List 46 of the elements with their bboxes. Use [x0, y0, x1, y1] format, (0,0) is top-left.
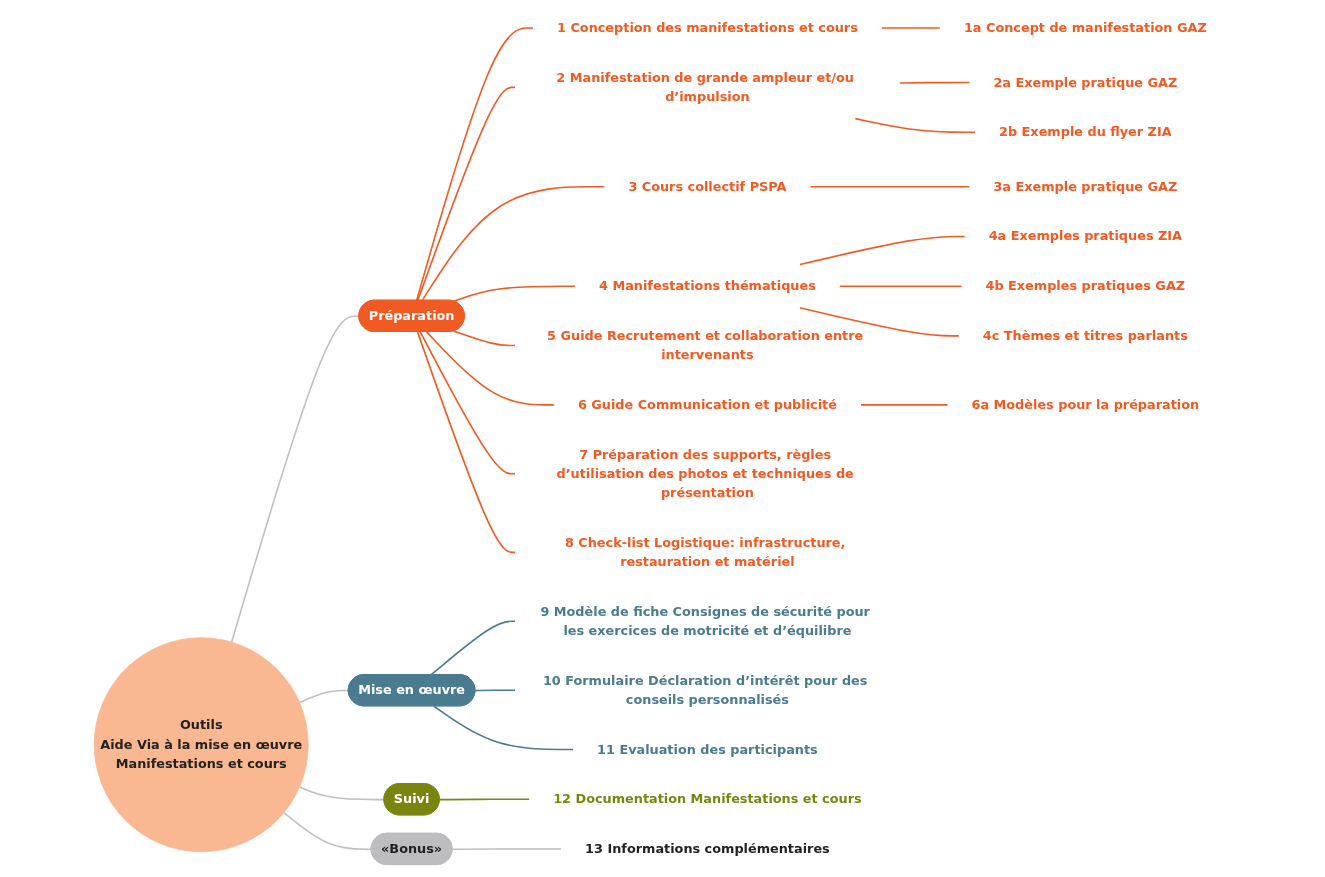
connector [799, 307, 960, 337]
connector [298, 786, 386, 801]
connector [839, 285, 963, 287]
connector [298, 689, 350, 704]
node-text: 2 Manifestation de grande ampleur et/ou d’impulsion [556, 69, 854, 105]
connector [809, 186, 971, 188]
connector [430, 620, 516, 676]
node-text: 10 Formulaire Déclaration d’intérêt pour des conseils personnalisés [542, 672, 868, 708]
connector [421, 186, 606, 302]
connector [860, 404, 949, 406]
node-text: 5 Guide Recrutement et collaboration entre intervenants [547, 327, 864, 363]
node-text: 11 Evaluation des participants [597, 741, 818, 757]
node-text: 8 Check-list Logistique: infrastructure, restauration et matériel [564, 534, 846, 570]
node-text: 4b Exemples pratiques GAZ [985, 278, 1186, 294]
node-text: 1a Concept de manifestation GAZ [963, 20, 1207, 36]
node-text: 2a Exemple pratique GAZ [993, 74, 1178, 90]
connector [283, 811, 373, 851]
node-text: 3a Exemple pratique GAZ [993, 178, 1178, 194]
connector [415, 27, 534, 302]
node-text: 4a Exemples pratiques ZIA [988, 228, 1182, 244]
connector [881, 27, 941, 29]
connector [433, 705, 574, 751]
connector [451, 848, 562, 851]
node-text: 7 Préparation des supports, règles d’utilisation des photos et techniques de présentation [556, 446, 854, 501]
connector [899, 81, 971, 84]
node-text: 3 Cours collectif PSPA [628, 178, 787, 194]
connector [854, 117, 976, 134]
node-text: 1 Conception des manifestations et cours [557, 20, 858, 36]
node-text: 4 Manifestations thématiques [599, 278, 816, 294]
node-text: 13 Informations complémentaires [585, 840, 830, 857]
connector [419, 331, 516, 475]
connector [453, 285, 576, 303]
connector [453, 330, 516, 347]
node-text: 9 Modèle de fiche Consignes de sécurité pour les exercices de motricité et d’équilibre [540, 603, 870, 639]
connector [416, 331, 516, 554]
connector [425, 331, 555, 406]
node-text: 6a Modèles pour la préparation [971, 396, 1200, 413]
node-text: 2b Exemple du flyer ZIA [999, 124, 1172, 140]
node-text: 4c Thèmes et titres parlants [982, 327, 1188, 344]
connector [474, 689, 516, 692]
node-text: 12 Documentation Manifestations et cours [553, 791, 862, 807]
connector [799, 235, 966, 266]
connector [438, 798, 530, 801]
node-text: 6 Guide Communication et publicité [577, 396, 837, 413]
connector [416, 86, 516, 302]
node-circle: Outils Aide Via à la mise en œuvre Manifestations et cours [93, 637, 309, 853]
